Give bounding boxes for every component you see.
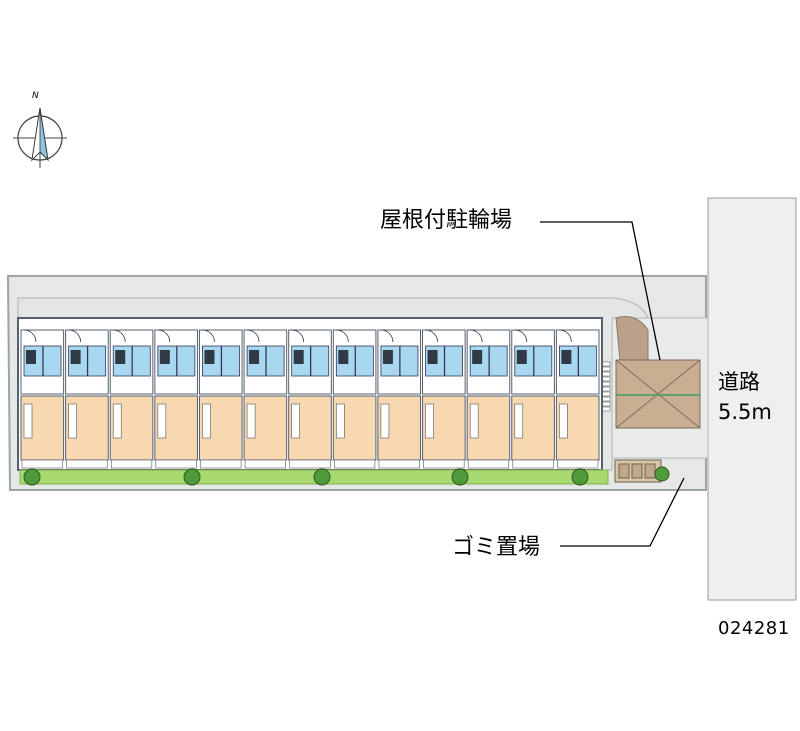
north-letter: N xyxy=(32,91,39,101)
trees xyxy=(23,468,589,486)
bike-leader-line xyxy=(540,221,661,361)
apartment-unit xyxy=(243,329,288,469)
bicycle-parking-roof xyxy=(615,359,701,429)
garbage-area-label: ゴミ置場 xyxy=(452,535,541,560)
apartment-unit xyxy=(555,329,600,469)
apartment-unit xyxy=(109,329,154,469)
corner-path xyxy=(615,316,649,361)
garbage-leader-line xyxy=(560,477,685,547)
apartment-unit xyxy=(198,329,243,469)
tree xyxy=(571,468,589,486)
tree xyxy=(451,468,469,486)
tree xyxy=(183,468,201,486)
apartment-unit xyxy=(511,329,555,469)
apartment-units xyxy=(20,329,600,469)
compass-rose-icon xyxy=(13,107,67,168)
road-width-label: 5.5m xyxy=(718,400,772,424)
apartment-unit xyxy=(154,329,198,469)
road xyxy=(707,197,797,601)
bicycle-parking-label: 屋根付駐輪場 xyxy=(380,208,513,233)
apartment-unit xyxy=(377,329,422,469)
road-name-label: 道路 xyxy=(718,370,760,394)
tree xyxy=(23,468,41,486)
property-code: 024281 xyxy=(718,618,790,639)
apartment-unit xyxy=(466,329,511,469)
tree xyxy=(313,468,331,486)
apartment-unit xyxy=(65,329,109,469)
apartment-unit xyxy=(332,329,377,469)
apartment-unit xyxy=(20,329,65,469)
apartment-unit xyxy=(422,329,466,469)
garbage-area xyxy=(614,459,670,483)
apartment-unit xyxy=(288,329,332,469)
